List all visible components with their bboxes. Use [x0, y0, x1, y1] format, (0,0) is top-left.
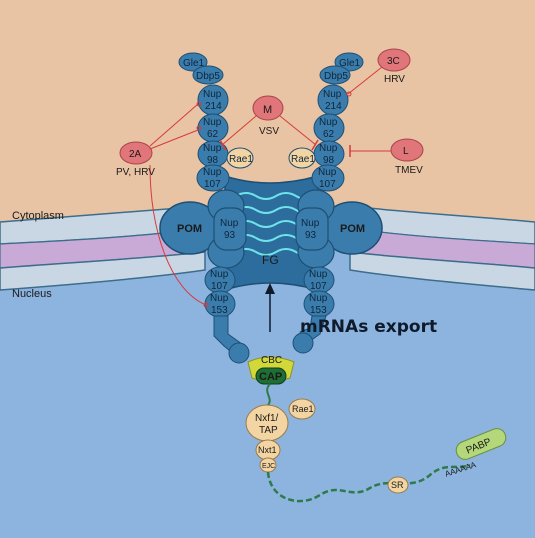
nup107-bottom-left-line1: Nup [210, 269, 229, 280]
fg-label: FG [262, 253, 279, 267]
cbc-label: CBC [261, 355, 282, 366]
nup98-left-line2: 98 [207, 155, 219, 166]
right-cytoplasmic-stack [288, 52, 364, 192]
nxf1-label-line2: TAP [259, 425, 278, 436]
viral-protein-l [349, 138, 424, 162]
nup153-right-line2: 153 [310, 305, 327, 316]
nup107-bottom-right-line1: Nup [309, 269, 328, 280]
cytoplasm-label: Cytoplasm [12, 210, 64, 222]
mrnp-complex [245, 356, 507, 503]
dbp5-left: Dbp5 [196, 71, 220, 82]
rae1-left: Rae1 [229, 154, 253, 165]
nup214-left-line1: Nup [203, 89, 222, 100]
pom-left-label: POM [177, 223, 202, 235]
nup153-left-line1: Nup [210, 293, 229, 304]
right-nuclear-basket [292, 266, 335, 354]
dbp5-right: Dbp5 [324, 71, 348, 82]
nup93-right-line1: Nup [301, 218, 320, 229]
mrna-export-title: mRNAs export [300, 317, 437, 337]
2a-label: 2A [129, 149, 142, 160]
vsv-label: VSV [259, 126, 279, 137]
nup93-left-line1: Nup [220, 218, 239, 229]
nup107-right-line2: 107 [319, 179, 336, 190]
nup98-right-line1: Nup [319, 143, 338, 154]
nup93-left-line2: 93 [224, 230, 236, 241]
nup107-right-line1: Nup [318, 167, 337, 178]
nup98-right-line2: 98 [323, 155, 335, 166]
viral-protein-m [219, 95, 319, 151]
pom-right [295, 189, 383, 269]
nup107-bottom-left-line2: 107 [211, 281, 228, 292]
hrv-label: HRV [384, 74, 405, 85]
nup214-right-line1: Nup [323, 89, 342, 100]
cap-label: CAP [259, 371, 282, 383]
nup62-right-line2: 62 [323, 129, 335, 140]
tmev-label: TMEV [395, 165, 423, 176]
nup107-left-line2: 107 [204, 179, 221, 190]
pom-left [159, 189, 247, 269]
nup214-right-line2: 214 [325, 101, 342, 112]
nxt1-label: Nxt1 [258, 445, 277, 455]
viral-protein-2a [119, 103, 207, 306]
nup214-left-line2: 214 [205, 101, 222, 112]
sr-label: SR [391, 480, 404, 490]
export-arrow [265, 283, 275, 332]
rae1-right: Rae1 [291, 154, 315, 165]
nup107-bottom-right-line2: 107 [310, 281, 327, 292]
l-label: L [403, 146, 409, 157]
nup153-left-line2: 153 [211, 305, 228, 316]
scissors-icon [196, 91, 352, 308]
nup153-right-line1: Nup [309, 293, 328, 304]
nup62-right-line1: Nup [319, 117, 338, 128]
nuclear-envelope [0, 205, 535, 291]
nup107-left-line1: Nup [203, 167, 222, 178]
3c-label: 3C [387, 56, 400, 67]
ejc-label: EJC [262, 463, 275, 470]
rae1-export-label: Rae1 [292, 404, 314, 414]
nup93-right-line2: 93 [305, 230, 317, 241]
m-label: M [263, 104, 272, 116]
viral-protein-3c [347, 48, 411, 95]
gle1-left: Gle1 [183, 58, 205, 69]
nup62-left-line2: 62 [207, 129, 219, 140]
left-cytoplasmic-stack [178, 52, 254, 192]
pom-right-label: POM [340, 223, 365, 235]
left-nuclear-basket [204, 266, 250, 364]
nxf1-label-line1: Nxf1/ [255, 413, 279, 424]
gle1-right: Gle1 [339, 58, 361, 69]
pv-hrv-label: PV, HRV [116, 167, 155, 178]
nup62-left-line1: Nup [203, 117, 222, 128]
nucleus-label: Nucleus [12, 288, 52, 300]
nup98-left-line1: Nup [203, 143, 222, 154]
